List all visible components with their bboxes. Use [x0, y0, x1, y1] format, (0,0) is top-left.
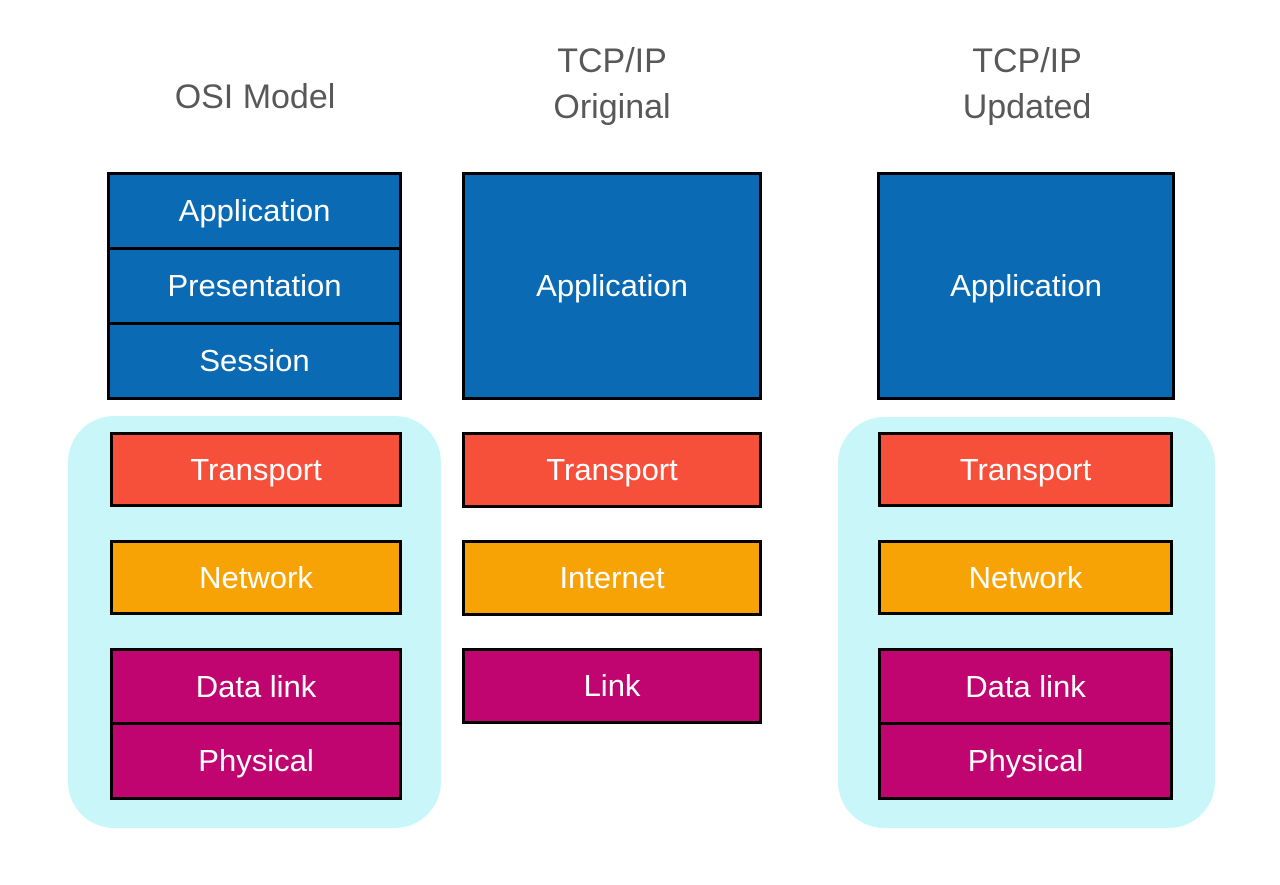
original-layer-application: Application — [462, 172, 762, 400]
osi-layer-presentation: Presentation — [107, 247, 402, 325]
title-line: TCP/IP — [972, 42, 1082, 80]
updated-layer-physical: Physical — [878, 722, 1173, 800]
column-title-tcpip-updated: TCP/IP Updated — [877, 38, 1177, 130]
updated-layer-application: Application — [877, 172, 1175, 400]
original-layer-link: Link — [462, 648, 762, 724]
osi-layer-application: Application — [107, 172, 402, 250]
column-title-tcpip-original: TCP/IP Original — [462, 38, 762, 130]
updated-layer-transport: Transport — [878, 432, 1173, 507]
updated-datalink-physical-stack: Data link Physical — [878, 648, 1173, 800]
osi-layer-physical: Physical — [110, 722, 402, 800]
osi-layer-session: Session — [107, 322, 402, 400]
osi-datalink-physical-stack: Data link Physical — [110, 648, 402, 800]
osi-layer-network: Network — [110, 540, 402, 615]
title-line: TCP/IP — [557, 42, 667, 80]
title-line: Original — [553, 88, 671, 126]
updated-layer-network: Network — [878, 540, 1173, 615]
osi-layer-transport: Transport — [110, 432, 402, 507]
osi-upper-layers-stack: Application Presentation Session — [107, 172, 402, 400]
column-title-osi-model: OSI Model — [105, 74, 405, 120]
updated-layer-data-link: Data link — [878, 648, 1173, 725]
osi-layer-data-link: Data link — [110, 648, 402, 725]
title-line: Updated — [962, 88, 1092, 126]
original-layer-internet: Internet — [462, 540, 762, 616]
title-line: OSI Model — [174, 78, 336, 116]
original-layer-transport: Transport — [462, 432, 762, 508]
